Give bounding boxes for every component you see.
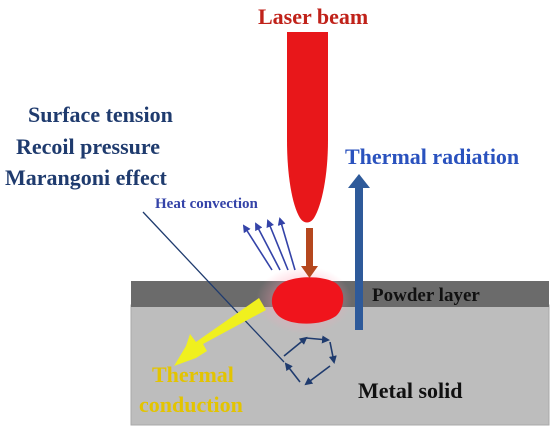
- thermal-radiation-shaft: [355, 186, 363, 330]
- flow-arrow-1: [283, 336, 308, 357]
- thermal-conduction-label-line1: Thermal: [152, 362, 234, 387]
- thermal-radiation-head: [348, 174, 370, 188]
- convection-arrow-4: [277, 217, 296, 271]
- metal-solid-block: [130, 304, 550, 426]
- marangoni-leader-line: [142, 211, 285, 363]
- convection-arrow-2: [255, 222, 281, 271]
- beam-stem-head: [301, 266, 318, 278]
- convection-arrow-1: [242, 224, 273, 271]
- beam-stem: [306, 228, 313, 270]
- thermal-conduction-arrow: [174, 298, 266, 366]
- surface-tension-label: Surface tension: [28, 102, 173, 127]
- metal-solid-label: Metal solid: [358, 378, 463, 403]
- powder-layer-label: Powder layer: [372, 285, 480, 306]
- recoil-pressure-label: Recoil pressure: [16, 134, 160, 159]
- heat-convection-label: Heat convection: [155, 196, 258, 212]
- flow-arrow-2: [305, 335, 330, 344]
- melt-pool: [271, 277, 344, 324]
- marangoni-effect-label: Marangoni effect: [5, 165, 167, 190]
- thermal-radiation-label: Thermal radiation: [345, 144, 520, 169]
- laser-beam-label: Laser beam: [258, 4, 369, 29]
- flow-arrow-5: [284, 362, 301, 383]
- convection-arrow-3: [266, 219, 289, 271]
- flow-arrow-3: [328, 341, 337, 364]
- thermal-conduction-label-line2: conduction: [139, 392, 243, 417]
- laser-beam-body: [287, 32, 328, 223]
- flow-arrow-4: [304, 365, 331, 386]
